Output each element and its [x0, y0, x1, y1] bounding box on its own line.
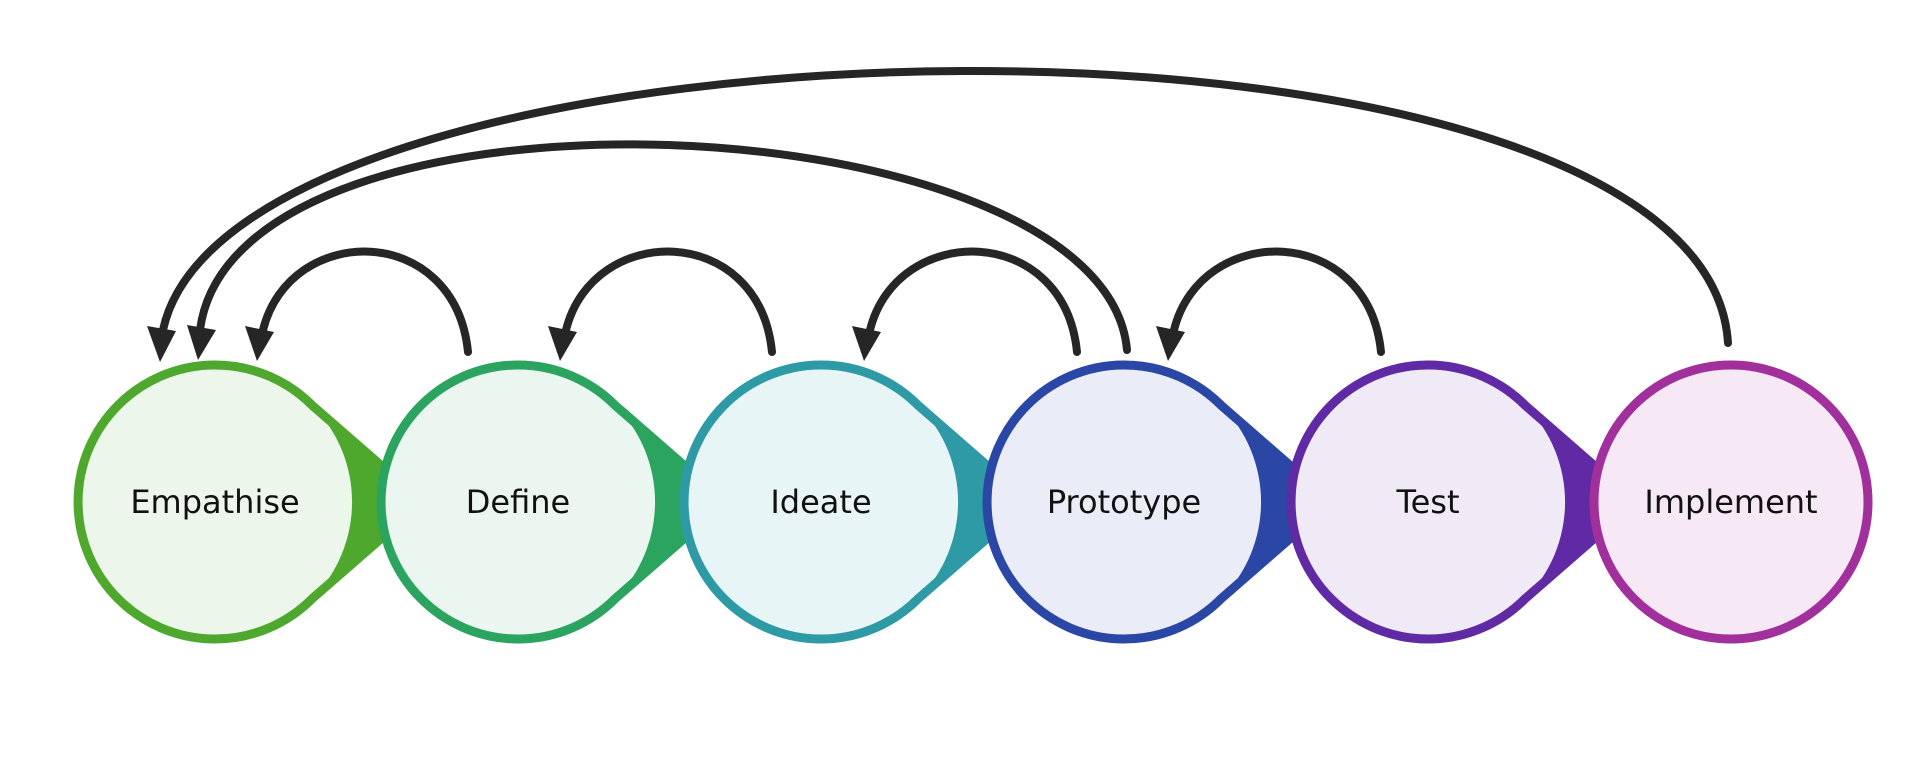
stages-layer: Empathise Define Ideate Prototype Test I… — [73, 360, 1873, 644]
loop-test-to-prototype-arrowhead — [1156, 326, 1185, 361]
loop-ideate-to-define-arrowhead — [548, 326, 577, 361]
loop-prototype-to-ideate — [852, 247, 1081, 361]
loop-implement-to-empathise-arrowhead — [147, 326, 176, 362]
loop-prototype-to-ideate-curve — [866, 247, 1081, 356]
stage-ideate: Ideate — [679, 360, 1036, 644]
stage-ideate-label: Ideate — [770, 483, 871, 521]
loop-prototype-to-empathise — [187, 140, 1131, 360]
stage-define: Define — [376, 360, 733, 644]
stage-empathise-label: Empathise — [130, 483, 299, 521]
loop-implement-to-empathise — [147, 67, 1732, 362]
stage-empathise-tip — [311, 405, 423, 599]
stage-define-label: Define — [466, 483, 570, 521]
stage-implement: Implement — [1589, 360, 1873, 644]
loop-implement-to-empathise-curve — [159, 67, 1732, 347]
stage-test: Test — [1286, 360, 1643, 644]
stage-prototype-tip — [1220, 405, 1332, 599]
stage-implement-label: Implement — [1644, 483, 1817, 521]
loops-layer — [147, 67, 1732, 362]
stage-test-tip — [1524, 405, 1636, 599]
loop-define-to-empathise-arrowhead — [245, 326, 274, 361]
loop-prototype-to-empathise-curve — [196, 140, 1131, 354]
loop-prototype-to-empathise-arrowhead — [187, 325, 216, 360]
loop-define-to-empathise — [245, 247, 472, 361]
stage-prototype: Prototype — [982, 360, 1339, 644]
stage-implement-shape — [1589, 360, 1873, 644]
loop-test-to-prototype-curve — [1170, 247, 1385, 356]
loop-prototype-to-ideate-arrowhead — [852, 326, 881, 361]
stage-ideate-tip — [917, 405, 1029, 599]
loop-ideate-to-define-curve — [562, 247, 776, 356]
stage-prototype-label: Prototype — [1047, 483, 1201, 521]
loop-ideate-to-define — [548, 247, 776, 361]
stage-define-tip — [614, 405, 726, 599]
stage-test-label: Test — [1395, 483, 1459, 521]
loop-define-to-empathise-curve — [259, 247, 472, 356]
loop-test-to-prototype — [1156, 247, 1385, 361]
stage-empathise: Empathise — [73, 360, 430, 644]
